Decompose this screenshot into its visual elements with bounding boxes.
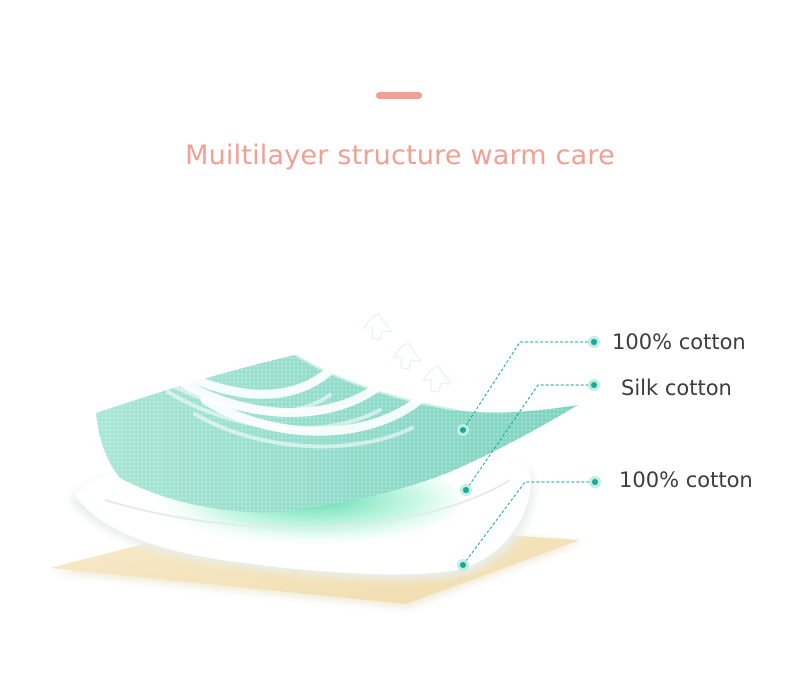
page-title: Muiltilayer structure warm care [185, 140, 615, 171]
layer-label-top: 100% cotton [612, 330, 746, 354]
accent-bar [376, 92, 422, 99]
teal-dot-icon [457, 336, 601, 571]
layer-label-middle: Silk cotton [621, 376, 732, 400]
callout-leader-lines [462, 341, 593, 566]
arrow-head-icon [363, 313, 453, 393]
layer-label-bottom: 100% cotton [619, 468, 753, 492]
